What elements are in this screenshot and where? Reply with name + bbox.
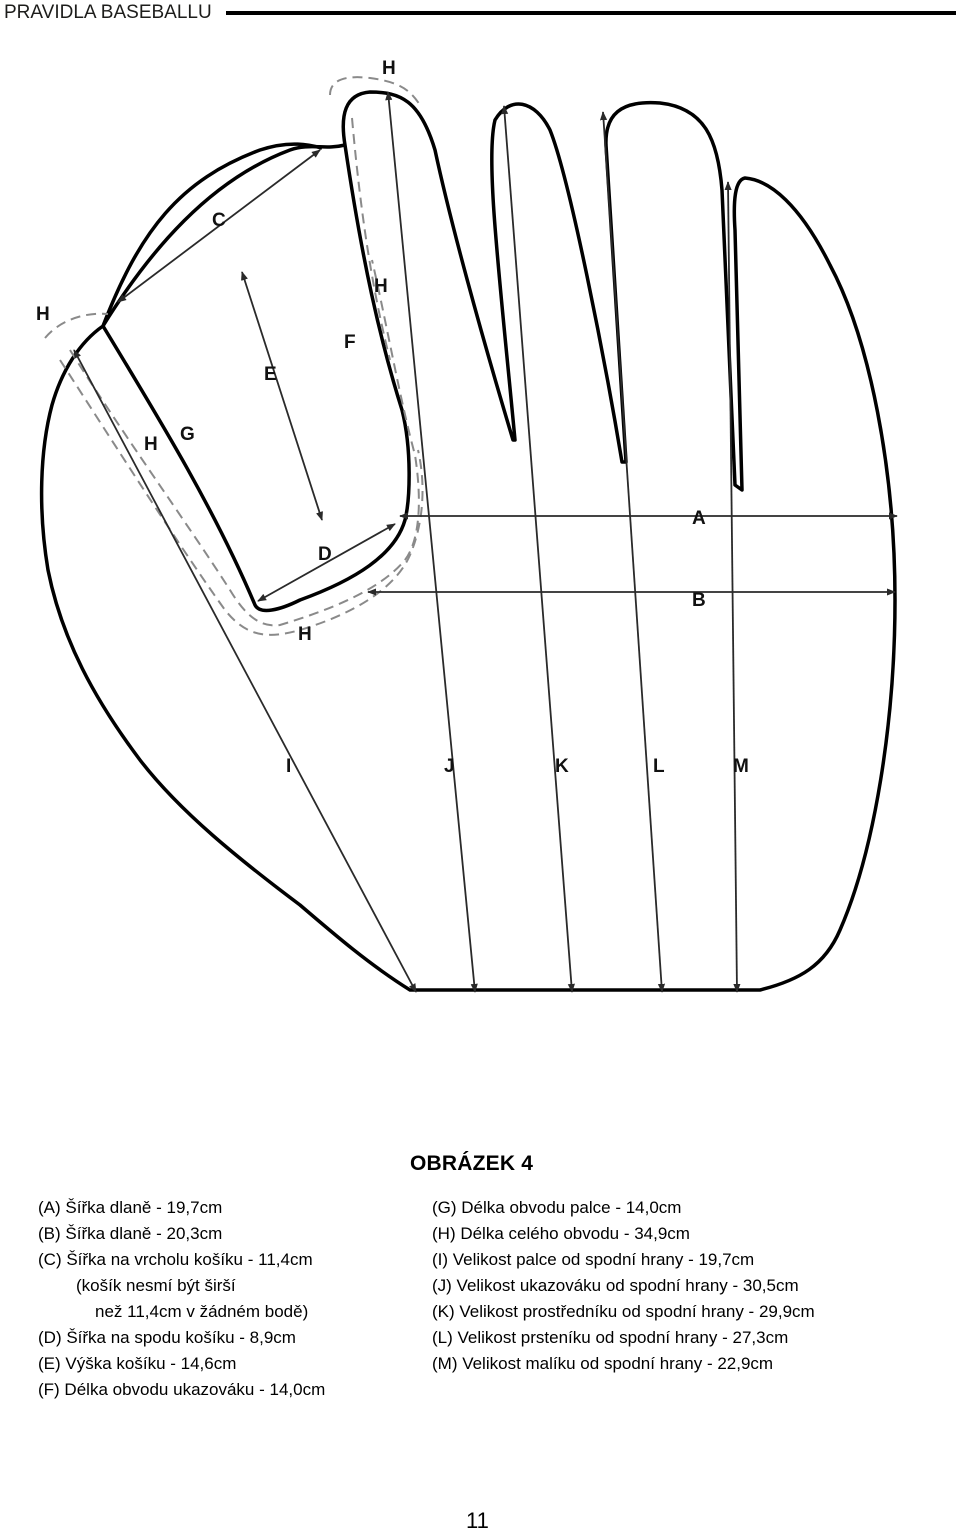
legend-item-k: (K) Velikost prostředníku od spodní hran… <box>432 1302 815 1321</box>
glove-outline <box>39 90 897 992</box>
legend-item-c: (C) Šířka na vrcholu košíku - 11,4cm <box>38 1250 313 1269</box>
label-h-thumb-lower: H <box>144 434 158 455</box>
label-m: M <box>733 756 749 777</box>
arrow-l <box>599 111 666 993</box>
label-e: E <box>264 364 277 385</box>
legend-item-e: (E) Výška košíku - 14,6cm <box>38 1354 237 1373</box>
legend-left: (A) Šířka dlaně - 19,7cm (B) Šířka dlaně… <box>38 1195 325 1403</box>
label-h-thumb: H <box>36 304 50 325</box>
thumb-top-curve <box>101 143 346 327</box>
arrow-k <box>501 105 575 993</box>
legend-item-h: (H) Délka celého obvodu - 34,9cm <box>432 1224 690 1243</box>
legend-item-a: (A) Šířka dlaně - 19,7cm <box>38 1198 223 1217</box>
diagram-labels: H C H H F E G H A D B H I J K L M <box>36 58 749 777</box>
label-g: G <box>180 424 195 445</box>
page-number: 11 <box>466 1508 489 1533</box>
label-k: K <box>555 756 569 777</box>
label-d: D <box>318 544 332 565</box>
page-header: PRAVIDLA BASEBALLU <box>0 0 960 30</box>
legend-item-b: (B) Šířka dlaně - 20,3cm <box>38 1224 223 1243</box>
legend-item-i: (I) Velikost palce od spodní hrany - 19,… <box>432 1250 755 1269</box>
arrow-j <box>385 91 478 993</box>
label-c: C <box>212 210 226 231</box>
label-l: L <box>653 756 665 777</box>
label-i: I <box>286 756 291 777</box>
arrow-i <box>73 349 417 993</box>
arrow-e <box>241 271 323 521</box>
legend-item-m: (M) Velikost malíku od spodní hrany - 22… <box>432 1354 774 1373</box>
label-b: B <box>692 590 706 611</box>
legend-right: (G) Délka obvodu palce - 14,0cm (H) Délk… <box>432 1195 815 1377</box>
legend-item-f: (F) Délka obvodu ukazováku - 14,0cm <box>38 1380 326 1399</box>
label-h-bottom: H <box>298 624 312 645</box>
legend-item-l: (L) Velikost prsteníku od spodní hrany -… <box>432 1328 789 1347</box>
label-a: A <box>692 508 706 529</box>
glove-diagram: H C H H F E G H A D B H I J K L M <box>36 58 898 993</box>
header-title: PRAVIDLA BASEBALLU <box>4 2 212 23</box>
label-f: F <box>344 332 356 353</box>
legend-item-c-note-2: než 11,4cm v žádném bodě) <box>95 1302 309 1321</box>
legend-item-d: (D) Šířka na spodu košíku - 8,9cm <box>38 1328 296 1347</box>
label-j: J <box>444 756 455 777</box>
legend-item-j: (J) Velikost ukazováku od spodní hrany -… <box>432 1276 799 1295</box>
legend-item-g: (G) Délka obvodu palce - 14,0cm <box>432 1198 682 1217</box>
measure-lines <box>73 91 898 993</box>
label-h-top: H <box>382 58 396 79</box>
arrow-m <box>724 181 741 993</box>
label-h-index: H <box>374 276 388 297</box>
arrow-c <box>117 149 321 303</box>
figure-caption: OBRÁZEK 4 <box>410 1152 534 1175</box>
legend-item-c-note-1: (košík nesmí být širší <box>76 1276 236 1295</box>
header-rule <box>226 11 956 15</box>
